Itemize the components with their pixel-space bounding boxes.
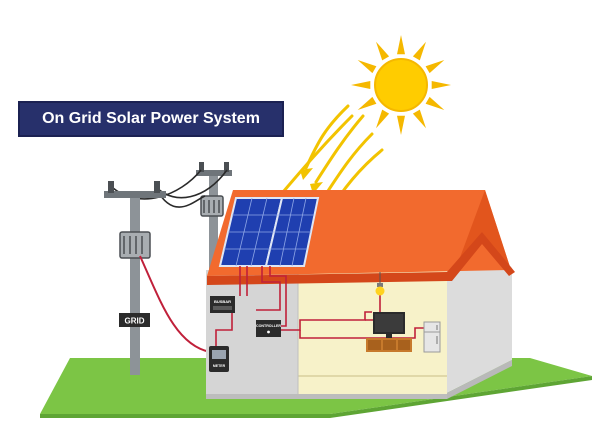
controller-box (256, 320, 281, 337)
house-base (206, 394, 447, 399)
grid-sign (119, 313, 150, 327)
sun-ray (351, 81, 371, 89)
house-side-wall-shade (447, 360, 512, 399)
sun-ray (397, 35, 405, 55)
controller-label: CONTROLLER (256, 324, 281, 328)
tv-cabinet (366, 338, 412, 352)
house-side-wall (447, 232, 512, 393)
solar-panel-icon (218, 197, 320, 267)
sun-ray (412, 41, 426, 61)
sun-ray (425, 96, 445, 110)
sunlight-ray (314, 114, 365, 184)
grid-wire (139, 255, 211, 353)
sun-ray (376, 41, 390, 61)
tv-icon (373, 312, 405, 338)
refrigerator-icon (423, 321, 441, 353)
sun-ray (357, 60, 377, 74)
light-bulb-icon (375, 272, 385, 296)
sun-ray (425, 60, 445, 74)
meter-label: METER (213, 364, 226, 368)
sun-ray (376, 109, 390, 129)
title-box: On Grid Solar Power System (18, 101, 284, 137)
roof-gable-edge (447, 232, 515, 281)
sun-ray (412, 109, 426, 129)
grid-label: GRID (125, 317, 145, 326)
panel-wires (215, 266, 426, 348)
utility-pole-icon (104, 181, 166, 375)
equipment-room (206, 270, 298, 394)
busbar-label: BUSBAR (214, 299, 231, 304)
page-title: On Grid Solar Power System (42, 110, 260, 127)
sun-ray (357, 96, 377, 110)
sun-ray (431, 81, 451, 89)
sun-ray (397, 115, 405, 135)
sun-icon (351, 35, 451, 135)
